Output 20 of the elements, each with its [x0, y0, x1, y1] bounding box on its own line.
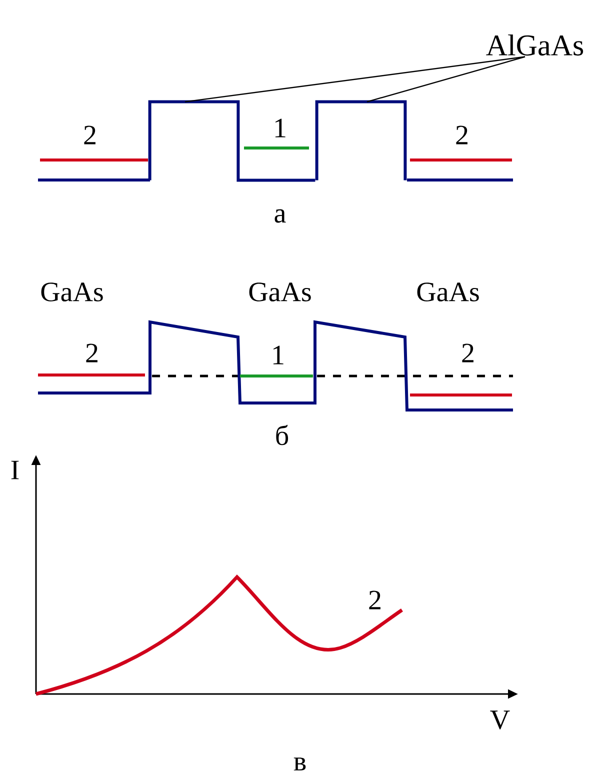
- curve-label: 2: [462, 344, 474, 362]
- axis-label: I: [11, 460, 19, 480]
- callout-text: AlGaAs: [486, 34, 584, 56]
- layer-label: GaAs: [417, 282, 479, 302]
- layer-label: GaAs: [249, 282, 311, 302]
- panel-label: а: [274, 209, 286, 223]
- leader-line: [184, 56, 526, 102]
- axis-label: V: [490, 710, 510, 730]
- leader-line: [366, 56, 526, 102]
- curve-label: 2: [84, 126, 96, 144]
- barrier-drawing: [148, 100, 316, 182]
- barrier-drawing: [315, 100, 407, 180]
- level-label: 1: [273, 346, 284, 364]
- level-label: 1: [275, 118, 286, 138]
- curve-label: 2: [456, 126, 468, 144]
- panel-label: в: [294, 758, 306, 770]
- curve-label: 2: [86, 344, 98, 362]
- curve-label: 2: [369, 590, 380, 610]
- panel-label: б: [276, 424, 288, 446]
- layer-label: GaAs: [41, 282, 103, 302]
